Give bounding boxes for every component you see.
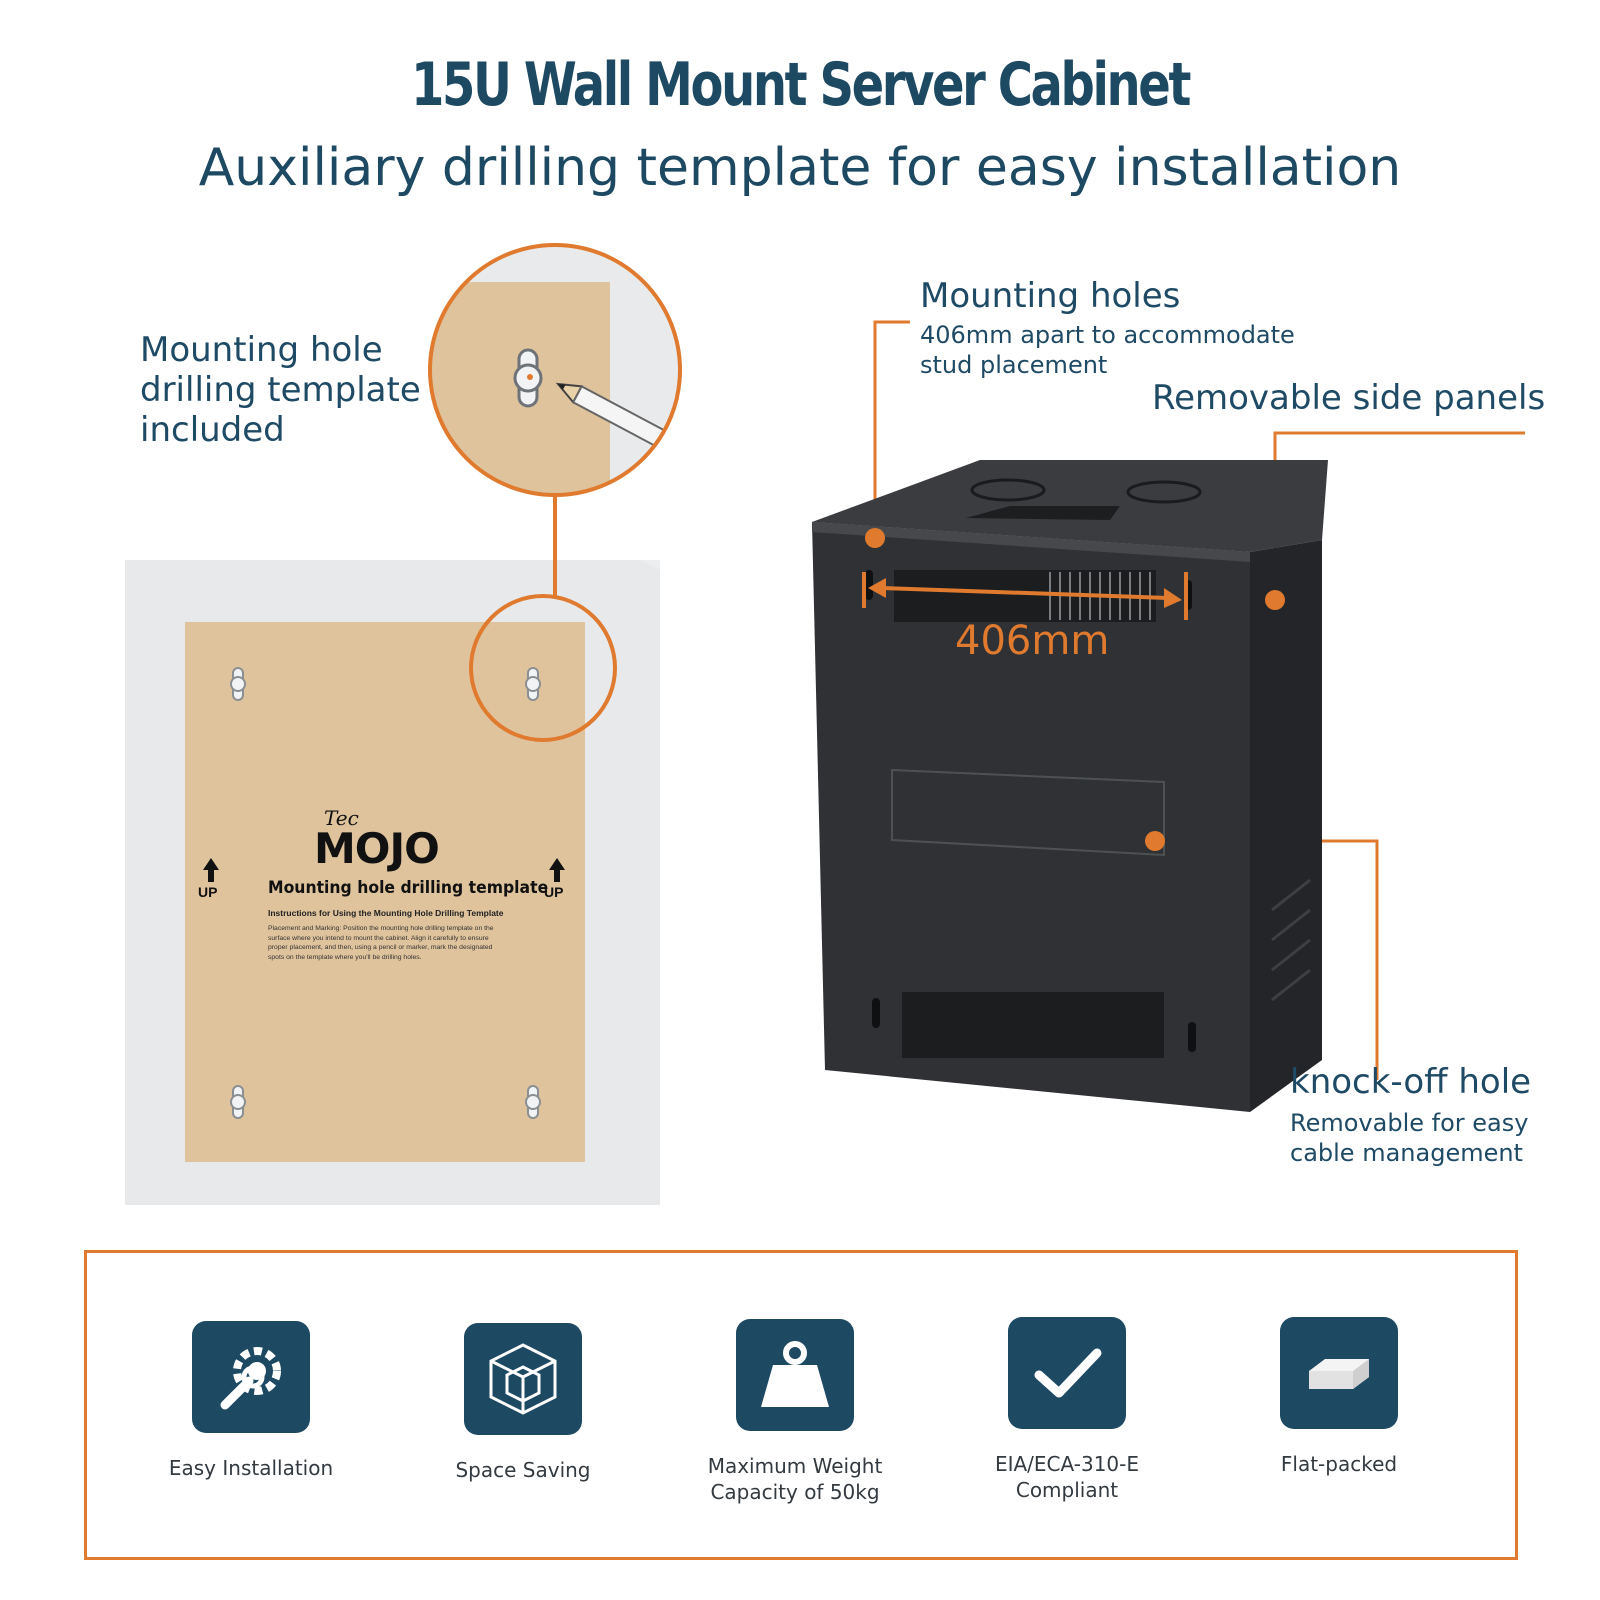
- features-panel: Easy Installation Space Saving Maximum W…: [84, 1250, 1518, 1560]
- dimension-arrow: [862, 572, 1188, 620]
- zoom-detail-circle: [428, 243, 682, 497]
- dimension-label: 406mm: [955, 618, 1110, 664]
- cabinet-side: [1250, 540, 1322, 1112]
- flat-box-icon: [1280, 1317, 1398, 1429]
- wrench-gear-icon: [192, 1321, 310, 1433]
- template-callout-line2: drilling template: [140, 370, 421, 410]
- feature-eia-compliant: EIA/ECA-310-E Compliant: [957, 1317, 1177, 1503]
- page-title: 15U Wall Mount Server Cabinet: [411, 50, 1191, 120]
- feature-label: Flat-packed: [1280, 1452, 1398, 1476]
- page-subtitle: Auxiliary drilling template for easy ins…: [198, 138, 1402, 198]
- template-sheet: [185, 622, 585, 1162]
- mounting-holes-title: Mounting holes: [920, 276, 1181, 316]
- feature-max-weight: Maximum Weight Capacity of 50kg: [685, 1319, 905, 1505]
- instructions-body: Placement and Marking: Position the moun…: [268, 925, 494, 961]
- knockoff-panel: [891, 768, 1165, 857]
- keyhole-slots: [230, 667, 541, 1119]
- feature-label: Maximum Weight Capacity of 50kg: [685, 1453, 905, 1505]
- feature-label-line1: Maximum Weight: [707, 1454, 883, 1478]
- feature-space-saving: Space Saving: [413, 1323, 633, 1483]
- cabinet-illustration: [812, 320, 1525, 1112]
- template-callout: Mounting hole drilling template included: [140, 330, 421, 450]
- instructions-title: Instructions for Using the Mounting Hole…: [268, 908, 504, 918]
- feature-label-line2: Capacity of 50kg: [710, 1480, 880, 1504]
- template-callout-line3: included: [140, 410, 285, 450]
- weight-icon: [736, 1319, 854, 1431]
- brand-logo: MOJO: [314, 824, 440, 873]
- mounting-holes-desc2: stud placement: [920, 351, 1108, 379]
- feature-easy-installation: Easy Installation: [141, 1321, 361, 1481]
- up-label-left: UP: [198, 884, 218, 900]
- brand-small: Tec: [324, 806, 359, 830]
- feature-flat-packed: Flat-packed: [1229, 1317, 1449, 1477]
- checkmark-icon: [1008, 1317, 1126, 1429]
- feature-label-line2: Compliant: [1015, 1478, 1119, 1502]
- cube-icon: [464, 1323, 582, 1435]
- feature-label: Space Saving: [455, 1458, 591, 1482]
- mounting-holes-desc1: 406mm apart to accommodate: [920, 321, 1295, 349]
- zoom-target-circle: [469, 594, 617, 742]
- drilling-template-illustration: [125, 243, 682, 1205]
- up-label-right: UP: [544, 884, 564, 900]
- template-heading: Mounting hole drilling template: [268, 878, 549, 898]
- feature-label: Easy Installation: [168, 1456, 334, 1480]
- feature-label-line1: EIA/ECA-310-E: [994, 1452, 1140, 1476]
- template-card-text: Tec MOJO Mounting hole drilling template…: [268, 806, 549, 962]
- knockoff-desc1: Removable for easy: [1290, 1109, 1529, 1137]
- cabinet-front: [812, 522, 1250, 1112]
- up-arrows: [203, 858, 565, 882]
- feature-label: EIA/ECA-310-E Compliant: [957, 1451, 1177, 1503]
- template-callout-line1: Mounting hole: [140, 330, 383, 370]
- knockoff-title: knock-off hole: [1290, 1062, 1532, 1102]
- side-panels-title: Removable side panels: [1152, 378, 1546, 418]
- knockoff-desc2: cable management: [1290, 1139, 1523, 1167]
